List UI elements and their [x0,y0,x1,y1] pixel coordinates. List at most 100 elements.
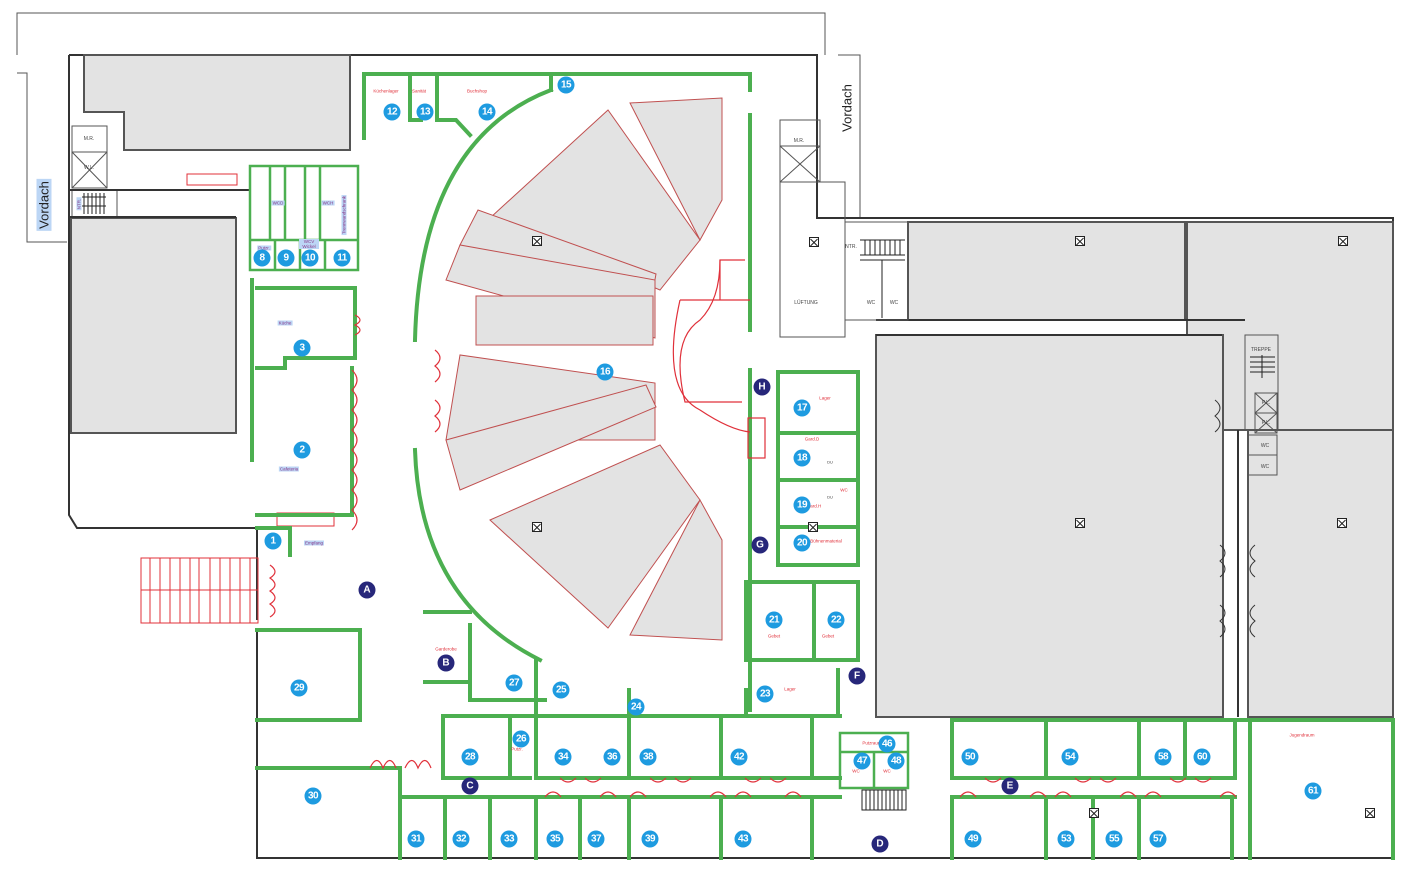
label-gard-h: Gard.H [806,503,822,509]
label-wc-d: WCD [271,200,285,206]
room-number-49[interactable]: 49 [964,830,982,848]
label-sanitaet: Sanität [411,88,427,94]
room-number-61[interactable]: 61 [1304,782,1322,800]
room-number-35[interactable]: 35 [546,830,564,848]
room-number-15[interactable]: 15 [557,76,575,94]
canopy-label-left: Vordach [36,179,52,231]
room-number-42[interactable]: 42 [730,748,748,766]
label-du-2: DU [827,494,833,500]
room-number-23[interactable]: 23 [756,685,774,703]
room-number-26[interactable]: 26 [512,730,530,748]
stairs-red [140,173,335,624]
room-number-47[interactable]: 47 [853,752,871,770]
room-number-46[interactable]: 46 [878,735,896,753]
stage [672,259,766,459]
label-du-1: DU [827,459,833,465]
room-number-39[interactable]: 39 [641,830,659,848]
room-number-58[interactable]: 58 [1154,748,1172,766]
room-number-13[interactable]: 13 [416,103,434,121]
room-number-14[interactable]: 14 [478,103,496,121]
room-number-55[interactable]: 55 [1105,830,1123,848]
auditorium-seating [445,97,723,641]
label-wc-small: WC [840,487,848,493]
area-letter-c[interactable]: C [461,777,479,795]
gray-rooms-right [875,221,1394,718]
label-wcv-wickel: WCV Wickel [299,239,319,249]
room-number-21[interactable]: 21 [765,611,783,629]
room-number-20[interactable]: 20 [793,534,811,552]
vent-icon [808,522,818,532]
label-putzraum-46: Putzraum [862,740,882,746]
room-number-34[interactable]: 34 [554,748,572,766]
label-putz-26: Putzr. [511,746,523,752]
vent-icon [809,237,819,247]
vent-icon [1337,518,1347,528]
label-wc-a: WC [866,300,876,306]
room-number-2[interactable]: 2 [293,441,311,459]
label-lueftung: LÜFTUNG [794,300,818,306]
green-walls [248,72,1395,860]
area-letter-g[interactable]: G [751,536,769,554]
outer-canopy [16,12,861,243]
room-number-8[interactable]: 8 [253,249,271,267]
label-buchshop: Buchshop [466,88,488,94]
room-number-48[interactable]: 48 [887,752,905,770]
room-number-43[interactable]: 43 [734,830,752,848]
room-number-38[interactable]: 38 [639,748,657,766]
label-wc-b: WC [889,300,899,306]
room-number-25[interactable]: 25 [552,681,570,699]
area-letter-a[interactable]: A [358,581,376,599]
room-number-11[interactable]: 11 [333,249,351,267]
label-kueche: Küche [277,320,293,326]
room-number-1[interactable]: 1 [264,532,282,550]
vent-icon [532,522,542,532]
room-number-57[interactable]: 57 [1149,830,1167,848]
area-letter-f[interactable]: F [848,667,866,685]
room-number-16[interactable]: 16 [596,363,614,381]
room-number-36[interactable]: 36 [603,748,621,766]
label-wc-d: WC [1260,464,1270,470]
left-service-core [69,125,250,218]
room-number-29[interactable]: 29 [290,679,308,697]
room-number-32[interactable]: 32 [452,830,470,848]
label-garderobe: Garderobe [435,646,457,652]
label-treppe: TREPPE [1250,347,1272,353]
area-letter-d[interactable]: D [871,835,889,853]
room-number-12[interactable]: 12 [383,103,401,121]
room-number-54[interactable]: 54 [1061,748,1079,766]
room-number-18[interactable]: 18 [793,449,811,467]
building-outline [68,54,1394,859]
area-letter-e[interactable]: E [1001,777,1019,795]
stairs-core-d [861,789,907,811]
room-number-19[interactable]: 19 [793,496,811,514]
room-number-60[interactable]: 60 [1193,748,1211,766]
room-number-53[interactable]: 53 [1057,830,1075,848]
label-mr-right: M.R. [793,138,805,144]
area-letter-b[interactable]: B [437,654,455,672]
vent-icon [1338,236,1348,246]
room-number-31[interactable]: 31 [407,830,425,848]
label-ntr-left: NTR. [76,197,82,211]
room-number-37[interactable]: 37 [587,830,605,848]
doors [268,314,1256,798]
label-cafeteria: Cafeteria [278,466,300,472]
room-number-22[interactable]: 22 [827,611,845,629]
room-number-10[interactable]: 10 [301,249,319,267]
room-number-33[interactable]: 33 [500,830,518,848]
room-number-30[interactable]: 30 [304,787,322,805]
room-number-9[interactable]: 9 [277,249,295,267]
vent-icon [1075,236,1085,246]
label-lager-17: Lager [819,395,831,401]
label-mr-left: M.R. [83,136,95,142]
room-number-24[interactable]: 24 [627,698,645,716]
label-buehnenmaterial: Bühnenmaterial [810,538,842,544]
label-kuechenlager: Küchenlager [373,88,399,94]
label-pl-1: P.L. [1261,400,1271,406]
room-number-28[interactable]: 28 [461,748,479,766]
room-number-3[interactable]: 3 [293,339,311,357]
area-letter-h[interactable]: H [753,378,771,396]
room-number-50[interactable]: 50 [961,748,979,766]
room-number-27[interactable]: 27 [505,674,523,692]
room-number-17[interactable]: 17 [793,399,811,417]
right-service-core [779,119,1279,476]
